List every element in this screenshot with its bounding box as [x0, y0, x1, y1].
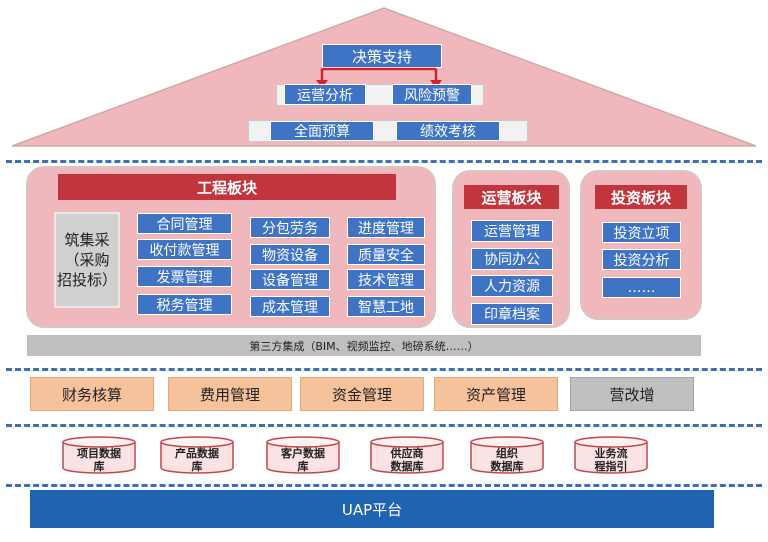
budget-box: 全面预算 — [270, 121, 374, 141]
project-db-cylinder: 项目数据库 — [62, 436, 136, 474]
tax-management: 税务管理 — [137, 294, 232, 315]
procurement-line-2: （采购 — [64, 251, 110, 269]
investment-analysis: 投资分析 — [602, 249, 681, 270]
investment-more: …… — [602, 277, 681, 298]
business-process-guide-label-2: 程指引 — [594, 460, 628, 473]
quality-safety: 质量安全 — [347, 244, 425, 265]
supplier-db-shape — [370, 436, 444, 474]
roof-shape — [11, 7, 757, 147]
collaborative-office: 协同办公 — [471, 248, 553, 270]
operation-management: 运营管理 — [471, 220, 553, 242]
product-db-cylinder: 产品数据库 — [160, 436, 234, 474]
fund-management: 资金管理 — [300, 377, 424, 411]
divider-2 — [6, 368, 762, 371]
seal-archives: 印章档案 — [471, 303, 553, 325]
customer-db-shape — [266, 436, 340, 474]
smart-site: 智慧工地 — [347, 296, 425, 317]
business-process-guide-cylinder: 业务流程指引 — [574, 436, 648, 474]
investment-title: 投资板块 — [595, 185, 687, 209]
equipment-management: 设备管理 — [250, 269, 330, 290]
customer-db-label-1: 客户数据 — [281, 447, 325, 460]
invoice-management: 发票管理 — [137, 266, 232, 287]
organization-db-label-1: 组织 — [496, 447, 518, 460]
vat-reform: 营改增 — [570, 377, 694, 411]
business-process-guide-shape — [574, 436, 648, 474]
divider-3 — [6, 424, 762, 427]
procurement-line-3: 招投标） — [56, 271, 117, 289]
progress-management: 进度管理 — [347, 217, 425, 238]
uap-platform: UAP平台 — [30, 490, 714, 528]
supplier-db-label-1: 供应商 — [390, 447, 424, 460]
integration-bar: 第三方集成（BIM、视频监控、地磅系统……） — [27, 335, 701, 356]
project-db-label-2: 库 — [93, 460, 105, 473]
uap-platform-label: UAP平台 — [341, 500, 403, 519]
project-db-label-1: 项目数据 — [77, 447, 121, 460]
risk-warning-box: 风险预警 — [392, 84, 472, 105]
procurement-box: 筑集采 （采购 招投标） — [54, 212, 120, 308]
operation-analysis-box: 运营分析 — [284, 84, 366, 105]
divider-4 — [6, 484, 762, 487]
subcontract-labor: 分包劳务 — [250, 217, 330, 238]
cost-management: 成本管理 — [250, 296, 330, 317]
investment-approval: 投资立项 — [602, 222, 681, 243]
customer-db-cylinder: 客户数据库 — [266, 436, 340, 474]
supplier-db-cylinder: 供应商数据库 — [370, 436, 444, 474]
organization-db-label-2: 数据库 — [490, 460, 524, 473]
materials-equipment: 物资设备 — [250, 244, 330, 265]
product-db-shape — [160, 436, 234, 474]
engineering-title: 工程板块 — [58, 174, 396, 200]
supplier-db-label-2: 数据库 — [390, 460, 424, 473]
human-resources: 人力资源 — [471, 275, 553, 297]
expense-management: 费用管理 — [168, 377, 292, 411]
project-db-shape — [62, 436, 136, 474]
organization-db-cylinder: 组织数据库 — [470, 436, 544, 474]
technical-management: 技术管理 — [347, 269, 425, 290]
procurement-line-1: 筑集采 — [64, 231, 110, 249]
business-process-guide-label-1: 业务流 — [594, 447, 628, 460]
payment-management: 收付款管理 — [137, 239, 232, 260]
organization-db-shape — [470, 436, 544, 474]
product-db-label-1: 产品数据 — [175, 447, 219, 460]
product-db-label-2: 库 — [191, 460, 203, 473]
performance-box: 绩效考核 — [396, 121, 500, 141]
financial-accounting: 财务核算 — [30, 377, 154, 411]
divider-1 — [6, 160, 762, 163]
operations-title: 运营板块 — [464, 185, 559, 209]
contract-management: 合同管理 — [137, 213, 232, 234]
customer-db-label-2: 库 — [297, 460, 309, 473]
decision-support-box: 决策支持 — [322, 44, 442, 68]
asset-management: 资产管理 — [434, 377, 558, 411]
integration-label: 第三方集成（BIM、视频监控、地磅系统……） — [249, 339, 479, 353]
